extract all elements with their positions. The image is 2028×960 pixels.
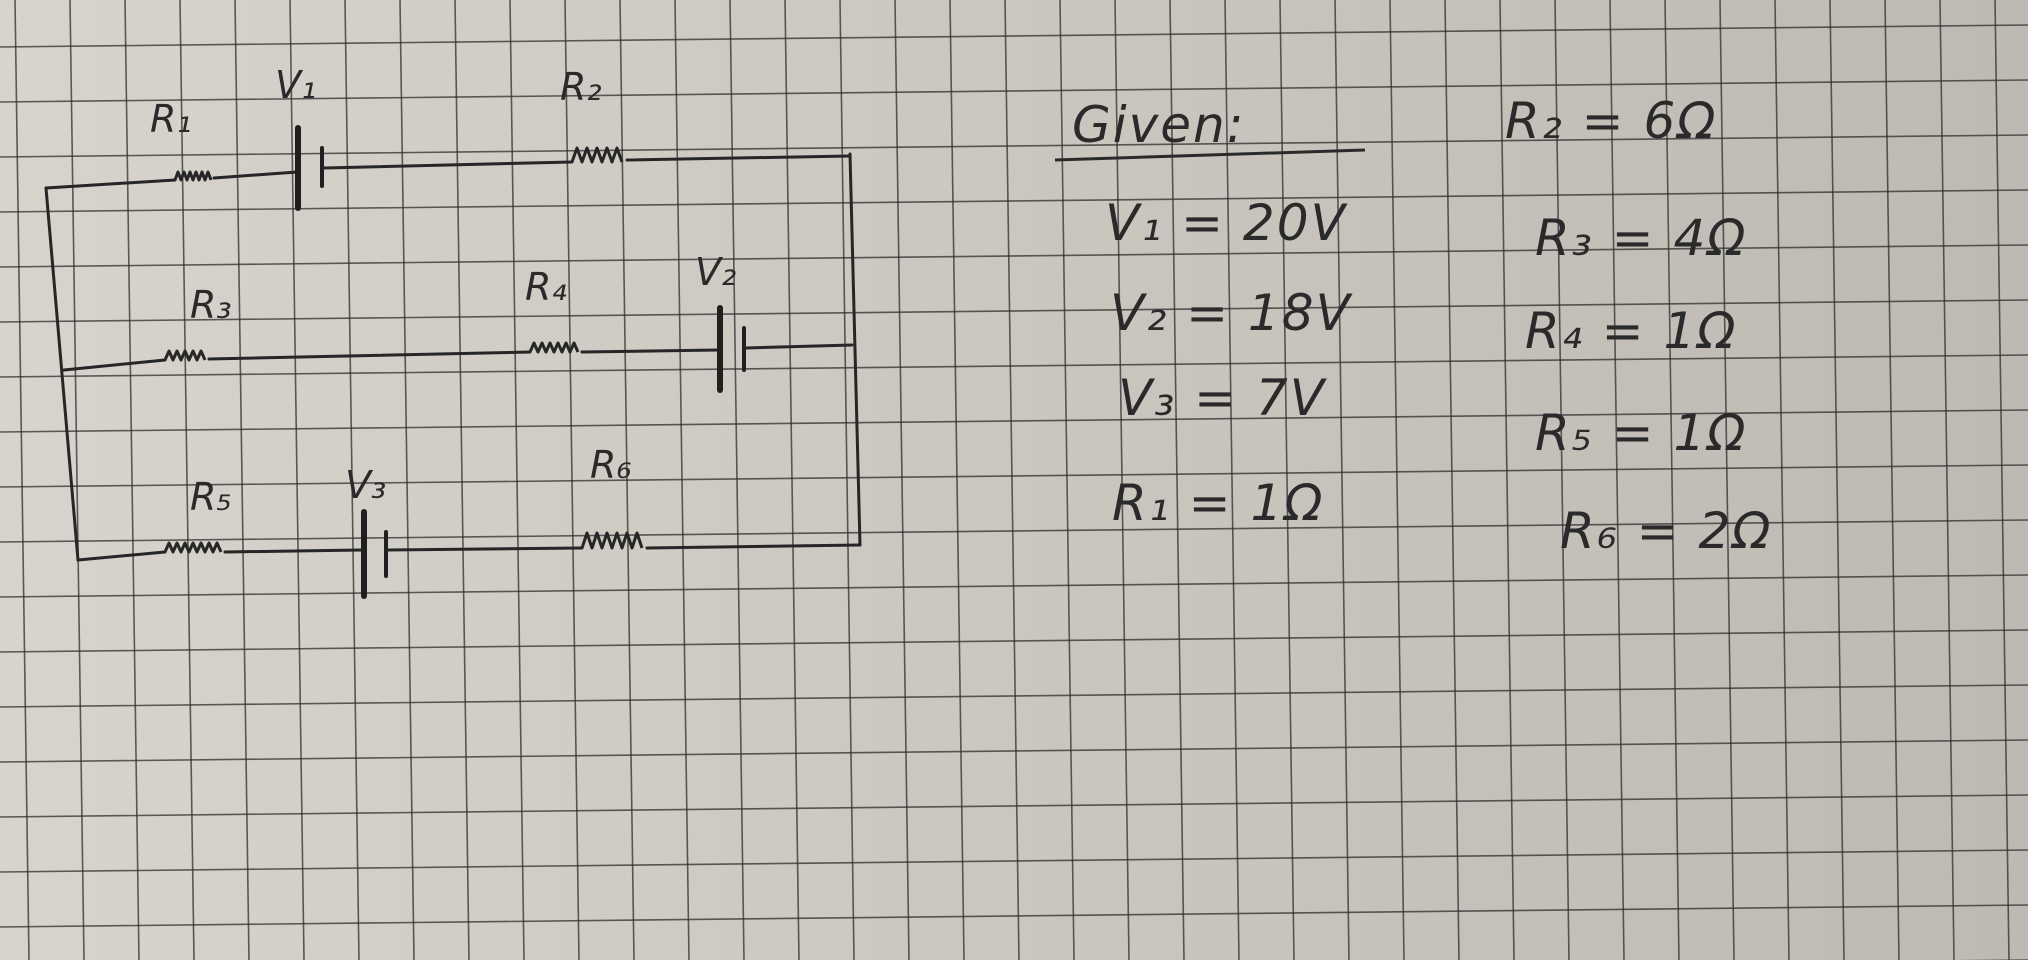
grid-line-horizontal <box>0 134 2028 158</box>
grid-line-horizontal <box>0 849 2028 873</box>
grid-line-vertical <box>1389 0 1405 960</box>
grid-line-vertical <box>1719 0 1735 960</box>
wire-r4-v2 <box>580 348 720 354</box>
grid-line-vertical <box>399 0 415 960</box>
grid-line-vertical <box>14 0 30 960</box>
wire-v3-r6 <box>386 546 584 552</box>
grid-line-vertical <box>1774 0 1790 960</box>
middle-branch <box>62 305 854 393</box>
grid-line-horizontal <box>0 189 2028 213</box>
grid-line-vertical <box>1829 0 1845 960</box>
grid-line-vertical <box>1114 0 1130 960</box>
grid-line-vertical <box>729 0 745 960</box>
given-underline <box>1054 148 1366 162</box>
given-v1: V₁ = 20V <box>1105 194 1349 252</box>
grid-line-vertical <box>69 0 85 960</box>
grid-line-horizontal <box>0 739 2028 763</box>
grid-line-vertical <box>1004 0 1020 960</box>
grid-line-vertical <box>1169 0 1185 960</box>
label-r2: R₂ <box>560 65 602 109</box>
label-r3: R₃ <box>190 283 232 327</box>
resistor-r3 <box>163 349 207 362</box>
resistor-r1 <box>173 170 213 182</box>
label-r6: R₆ <box>590 443 632 487</box>
grid-line-vertical <box>1334 0 1350 960</box>
grid-line-vertical <box>344 0 360 960</box>
wire-r2-right <box>625 154 852 162</box>
wire-r3-r4 <box>207 350 532 361</box>
grid-line-horizontal <box>0 904 2028 928</box>
grid-line-vertical <box>1224 0 1240 960</box>
grid-line-vertical <box>1884 0 1900 960</box>
grid-line-horizontal <box>0 24 2028 48</box>
grid-line-vertical <box>234 0 250 960</box>
right-rail <box>848 152 862 547</box>
grid-line-horizontal <box>0 409 2028 433</box>
grid-line-horizontal <box>0 464 2028 488</box>
grid-line-horizontal <box>0 794 2028 818</box>
grid-line-vertical <box>289 0 305 960</box>
left-rail <box>44 186 80 562</box>
grid-line-vertical <box>179 0 195 960</box>
resistor-r2 <box>570 146 624 164</box>
grid-line-vertical <box>124 0 140 960</box>
grid-line-vertical <box>454 0 470 960</box>
given-v2: V₂ = 18V <box>1110 284 1354 342</box>
wire-top-left <box>44 178 177 190</box>
label-r5: R₅ <box>190 475 232 519</box>
wire-v1-r2 <box>322 160 574 170</box>
given-r6: R₆ = 2Ω <box>1560 502 1773 560</box>
given-r3: R₃ = 4Ω <box>1535 209 1748 267</box>
grid-line-vertical <box>894 0 910 960</box>
grid-line-vertical <box>1939 0 1955 960</box>
grid-line-horizontal <box>0 519 2028 543</box>
top-branch <box>44 125 852 211</box>
resistor-r6 <box>580 531 644 550</box>
given-column-1: V₁ = 20V V₂ = 18V V₃ = 7V R₁ = 1Ω <box>1105 194 1354 532</box>
wire-mid-left <box>62 358 167 372</box>
grid-line-horizontal <box>0 574 2028 598</box>
grid-line-vertical <box>1664 0 1680 960</box>
wire-bot-left <box>76 550 167 562</box>
grid-line-vertical <box>1444 0 1460 960</box>
grid-line-vertical <box>1994 0 2010 960</box>
grid-line-horizontal <box>0 299 2028 323</box>
given-column-2: R₂ = 6Ω R₃ = 4Ω R₄ = 1Ω R₅ = 1Ω R₆ = 2Ω <box>1505 92 1773 560</box>
label-r1: R₁ <box>150 97 192 141</box>
grid-line-horizontal <box>0 629 2028 653</box>
grid-line-horizontal <box>0 354 2028 378</box>
grid-line-horizontal <box>0 79 2028 103</box>
grid-line-vertical <box>1279 0 1295 960</box>
wire-v2-right <box>744 343 854 350</box>
resistor-r4 <box>528 341 580 354</box>
grid-line-vertical <box>839 0 855 960</box>
given-r4: R₄ = 1Ω <box>1525 302 1738 360</box>
grid-line-horizontal <box>0 244 2028 268</box>
grid-line-vertical <box>949 0 965 960</box>
given-v3: V₃ = 7V <box>1118 369 1328 427</box>
grid-line-horizontal <box>0 684 2028 708</box>
wire-r5-v3 <box>223 548 364 554</box>
given-heading: Given: <box>1072 96 1246 154</box>
bottom-branch <box>76 509 862 599</box>
given-r2: R₂ = 6Ω <box>1505 92 1718 150</box>
grid-line-vertical <box>509 0 525 960</box>
grid-line-vertical <box>784 0 800 960</box>
wire-r6-right <box>645 543 862 550</box>
resistor-r5 <box>163 541 223 554</box>
given-r5: R₅ = 1Ω <box>1535 404 1748 462</box>
label-r4: R₄ <box>525 265 567 309</box>
given-r1: R₁ = 1Ω <box>1112 474 1325 532</box>
label-v2: V₂ <box>695 250 736 294</box>
wire-r1-v1 <box>212 170 299 180</box>
label-v3: V₃ <box>345 463 386 507</box>
label-v1: V₁ <box>275 63 316 107</box>
